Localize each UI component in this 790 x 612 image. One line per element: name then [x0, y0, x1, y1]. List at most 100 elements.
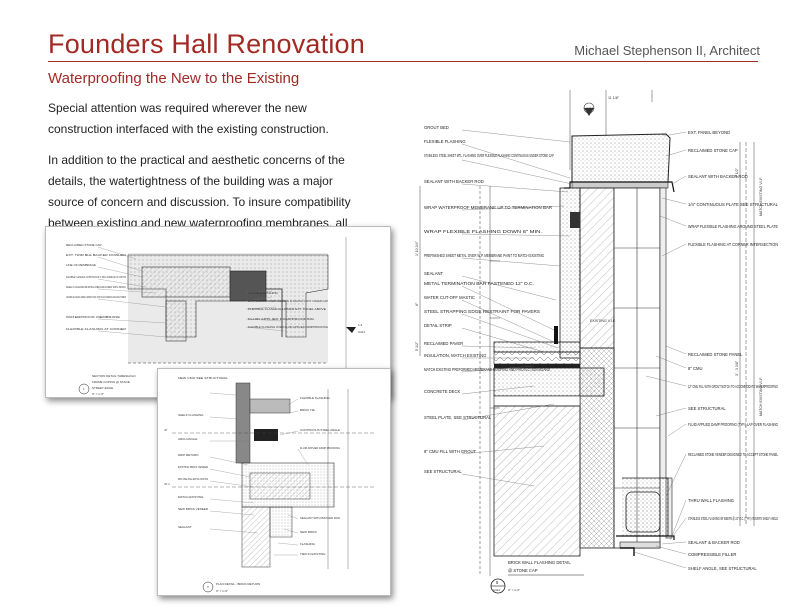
label-sealant-backer-rod-lower: SEALANT & BACKER ROD [688, 540, 740, 545]
label-detail-strip: DETAIL STRIP [424, 323, 452, 328]
section-subtitle: Waterproofing the New to the Existing [48, 70, 300, 87]
svg-text:1-4: 1-4 [358, 323, 363, 327]
a-caption-line-1: SECTION DETAIL THRESHOLD [92, 374, 136, 378]
label-membrane-roofing: MATCH EXISTING PREFORMED MEMBRANE ROOFIN… [424, 367, 550, 372]
caption-line-1: BRICK WALL FLASHING DETAIL [508, 560, 571, 565]
dim-right-mid: 3' - 3 3/8" [735, 360, 739, 376]
label-sealant-backer-rod-right: SEALANT WITH BACKER ROD [688, 174, 748, 179]
caption-scale: 3" = 1'-0" [508, 588, 520, 592]
match-existing-top: MATCH EXISTING V.I.F. [759, 177, 763, 216]
label-metal-termination-bar: METAL TERMINATION BAR FASTENED 12" O.C. [424, 281, 534, 286]
dim-right-top: 1' 1/2" [735, 167, 739, 178]
label-sealant-backer-rod: SEALANT WITH BACKER ROD [424, 179, 484, 184]
a-label-fluid-damp: FLUID APPLIED DAMPPROOFING [248, 317, 315, 321]
a-label-flexible-under-panel: FLEXIBLE FLASHING UNDER EXT. PANEL ABOVE [248, 307, 326, 311]
label-concrete-deck: CONCRETE DECK [424, 389, 461, 394]
dim-left-a: 1' 10 3/4" [415, 240, 419, 256]
a-label-shelf-flashing: SHELF FLASHING BE INSULATED ENCLOSED WIT… [66, 285, 126, 289]
a-label-stone-cap: RECLAIMED STONE CAP [66, 243, 102, 247]
right-callouts [633, 131, 687, 569]
a-label-flexible-continuous: FLEXIBLE FLASHING CONTINUOUS 6" MIN. OVE… [66, 275, 126, 279]
b-label-continuous-angle: CONTINUOUS STEEL ANGLE [300, 428, 340, 432]
paragraph-1: Special attention was required wherever … [48, 101, 329, 136]
a-caption-line-2: FRAME COPING @ STAGE [92, 380, 130, 384]
b-label-existing-brick: EXISTING BRICK VENEER [178, 465, 209, 469]
b-label-brick-tie: BRICK TIE [300, 408, 315, 412]
b-caption: PLAN DETAIL - BRICK RETURN [216, 582, 260, 586]
label-12in-cmu: 12" CMU FILL WITH GROUT NOTCH TO ACCOMMO… [688, 384, 778, 389]
a-label-flexible-corner: FLEXIBLE FLASHING AT CORNER [66, 327, 127, 331]
dim-left-c: 5 1/2" [415, 341, 419, 351]
label-sealant: SEALANT [424, 271, 444, 276]
label-wrap-flexible-flashing: WRAP FLEXIBLE FLASHING DOWN 6" MIN. [424, 229, 542, 234]
label-8in-cmu-grout: 8" CMU FILL WITH GROUT [424, 449, 476, 454]
architect-credit: Michael Stephenson II, Architect [574, 43, 760, 58]
a-label-ext-trim: EXT. TRIM BLE BACKER FINISHED [66, 253, 127, 257]
b-detail-number: 3 [207, 585, 209, 589]
label-reclaimed-stone-panel: RECLAIMED STONE PANEL [688, 352, 743, 357]
match-existing-mid: MATCH EXISTING V.I.F. [759, 377, 763, 416]
b-label-fluid-damp: FLUID APPLIED DAMP PROOFING [300, 446, 341, 450]
label-see-structural-right: SEE STRUCTURAL [688, 406, 726, 411]
label-steel-strapping: STEEL STRAPPING EDGE RESTRAINT FOR PAVER… [424, 309, 540, 314]
label-grout-bed: GROUT BED [424, 125, 449, 130]
page-title: Founders Hall Renovation [48, 29, 365, 59]
existing-wall [559, 187, 581, 359]
roof-assembly [493, 326, 605, 407]
b-label-sealant-backer: SEALANT WITH BACKER ROD [300, 516, 341, 520]
caption-line-2: @ STONE CAP [508, 568, 538, 573]
b-label-match-existing: MATCH EXISTING [178, 495, 204, 499]
b-grid-47-1: 47.1 [164, 482, 170, 486]
label-8in-cmu: 8" CMU [688, 366, 703, 371]
label-stainless-steel-flashing: STAINLESS STEEL SHEET MTL. FLASHING OVER… [424, 153, 554, 158]
a-caption-scale: 3" = 1'-0" [92, 392, 104, 396]
b-caption-scale: 3" = 1'-0" [216, 589, 228, 593]
label-flashing-corner: FLEXIBLE FLASHING AT CORNER INTERSECTION [688, 242, 778, 247]
b-label-tied-existing: TIED IN EXISTING [300, 552, 326, 556]
b-label-flexible-flashing: FLEXIBLE FLASHING [300, 396, 331, 400]
section-marker-sheet: A414 [586, 106, 593, 110]
label-ext-panel-beyond: EXT. PANEL BEYOND [688, 130, 730, 135]
stone-cap [571, 133, 671, 189]
b-label-sealant: SEALANT [178, 525, 192, 529]
b-label-arch-angle: ARCH ANGLE [178, 437, 197, 441]
label-see-structural-left: SEE STRUCTURAL [424, 469, 462, 474]
a-label-line-of-membrane: LINE OF MEMBRANE [66, 263, 96, 267]
label-shelf-angle: SHELF ANGLE, SEE STRUCTURAL [688, 566, 757, 571]
label-reclaimed-paver: RECLAIMED PAVER [424, 341, 463, 346]
a-detail-number: 1 [83, 387, 85, 391]
label-steel-plate: STEEL PLATE, SEE STRUCTURAL [424, 415, 492, 420]
a-elevation-tag: 1-4 A414 [346, 323, 365, 334]
lower-masonry [493, 405, 675, 557]
a-label-flexible-flashing: FLEXIBLE FLASHING [248, 291, 279, 295]
detail-number: 5 [496, 580, 499, 585]
label-reclaimed-stone-cap: RECLAIMED STONE CAP [688, 148, 738, 153]
label-compressible-filler: COMPRESSIBLE FILLER [688, 552, 736, 557]
a-label-waterproof-membrane: WATERPROOF MEMBRANE [66, 315, 120, 319]
brick-wall-flashing-detail-drawing: 11 1/8" A414 [394, 86, 782, 604]
b-label-new-brick-veneer: NEW BRICK VENEER [178, 507, 209, 511]
existing-vif: EXISTING V.I.F. [590, 319, 616, 323]
b-label-new-brick: NEW BRICK [300, 530, 317, 534]
dim-top: 11 1/8" [608, 96, 620, 100]
b-grid-47: 47 [164, 428, 168, 432]
detail-caption: 5 A414 BRICK WALL FLASHING DETAIL @ STON… [490, 560, 584, 594]
b-label-drip-return: DRIP RETURN [178, 453, 198, 457]
threshold-section-detail-sheet: RECLAIMED STONE CAP EXT. TRIM BLE BACKER… [45, 226, 391, 398]
label-water-cutoff-mastic: WATER CUT-OFF MASTIC [424, 295, 475, 300]
svg-text:A414: A414 [358, 330, 365, 334]
title-rule [48, 61, 758, 62]
b-label-new-cmu: NEW CMU SEE STRUCTURAL [178, 376, 228, 380]
a-label-flexible-over-fluid: FLEXIBLE FLASHING OVER FLUID APPLIED DAM… [248, 325, 329, 329]
dim-left-b: 6" [415, 302, 419, 306]
a-label-ext-flashing-cont: EXT. FLASHING OVER FLEXIBLE FLASHING CON… [248, 299, 328, 303]
b-label-flashing: FLASHING [300, 542, 316, 546]
label-reclaimed-stone-veneer: RECLAIMED STONE VENEER DESIGNED TO ACCEP… [688, 452, 778, 457]
label-fluid-damp-proofing: FLUID APPLIED DAMP PROOFING (TYP.) LAP O… [688, 422, 778, 427]
label-wrap-flashing-steel-plate: WRAP FLEXIBLE FLASHING AROUND STEEL PLAT… [688, 224, 778, 229]
label-stainless-flashing-weeps: STAINLESS STEEL FLASHING W/ WEEPS @ 24" … [688, 516, 778, 521]
label-wrap-waterproof-membrane: WRAP WATERPROOF MEMBRANE UP TO TERMINATI… [424, 205, 552, 210]
label-prefinished-sheet-metal: PREFINISHED SHEET METAL OVER W.P. MEMBRA… [424, 253, 544, 258]
b-label-brick-steel-angle: BRICK STEEL ANGLE EXISTING CONDITION [178, 477, 208, 481]
label-thru-wall-flashing: THRU WALL FLASHING [688, 498, 734, 503]
